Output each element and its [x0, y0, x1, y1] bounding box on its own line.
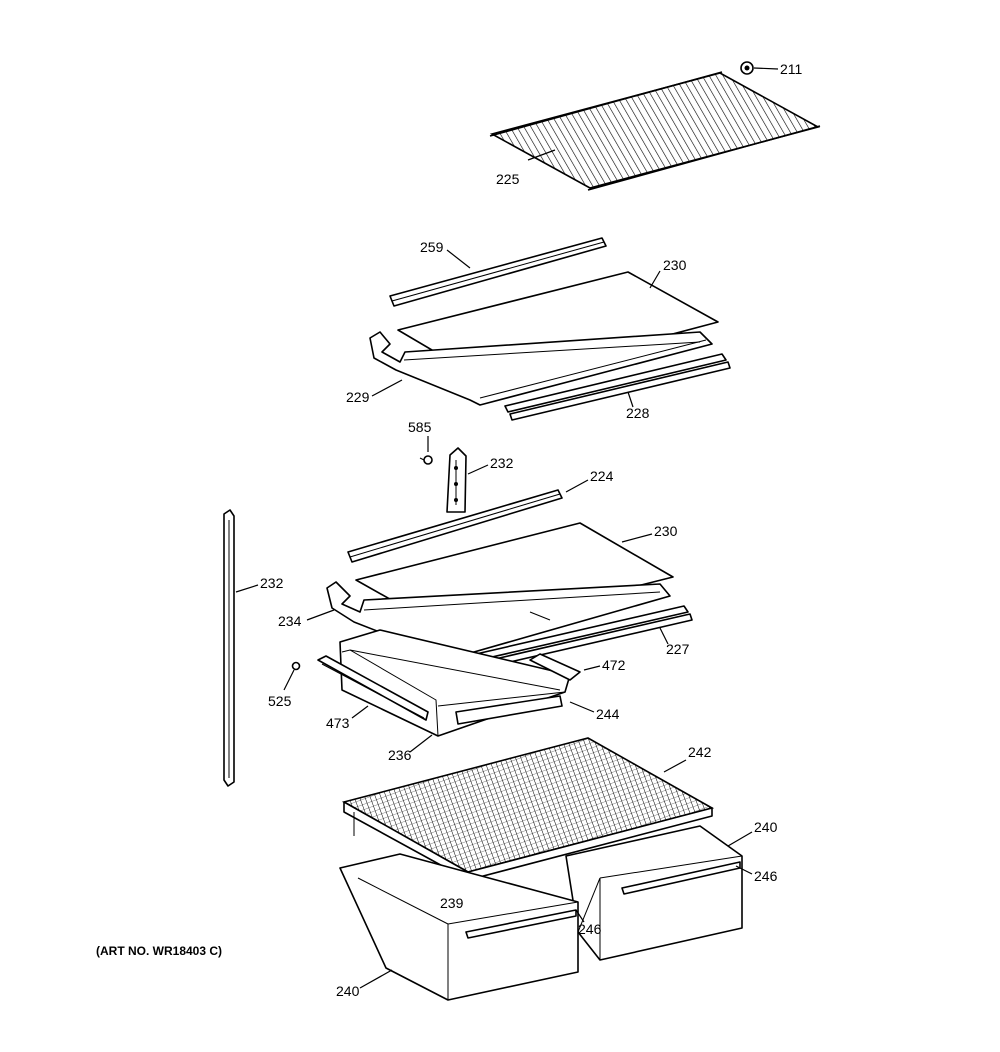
label-227: 227 — [666, 641, 690, 657]
part-224-front-rail — [347, 479, 589, 563]
label-259: 259 — [420, 239, 444, 255]
label-232-center: 232 — [490, 455, 514, 471]
label-585: 585 — [408, 419, 432, 435]
label-472: 472 — [602, 657, 626, 673]
label-228: 228 — [626, 405, 650, 421]
label-224: 224 — [590, 468, 614, 484]
part-232-bracket-center — [446, 447, 489, 513]
label-473: 473 — [326, 715, 350, 731]
part-244-pan-front — [455, 695, 595, 725]
label-246-right: 246 — [754, 868, 778, 884]
part-240-crisper-drawer-right — [565, 825, 753, 961]
label-525: 525 — [268, 693, 292, 709]
label-234: 234 — [278, 613, 302, 629]
label-244: 244 — [596, 706, 620, 722]
label-232-side: 232 — [260, 575, 284, 591]
part-229-shelf-frame-upper — [369, 331, 713, 406]
part-211-stud — [740, 61, 779, 75]
label-230-upper: 230 — [663, 257, 687, 273]
label-229: 229 — [346, 389, 370, 405]
art-number-label: (ART NO. WR18403 C) — [96, 944, 222, 958]
label-242: 242 — [688, 744, 712, 760]
label-239: 239 — [440, 895, 464, 911]
part-225-wire-shelf — [489, 71, 821, 191]
part-240-crisper-drawer-left — [339, 853, 585, 1001]
part-585-screw — [419, 436, 433, 465]
label-225: 225 — [496, 171, 520, 187]
label-240-right: 240 — [754, 819, 778, 835]
part-525-screw — [283, 661, 301, 691]
label-211: 211 — [780, 61, 803, 77]
part-228-side-rails — [504, 353, 731, 421]
label-246-left: 246 — [578, 921, 602, 937]
part-472-slide — [529, 653, 601, 681]
part-232-side-bracket — [223, 509, 259, 787]
part-259-front-rail — [389, 237, 607, 307]
part-242-crisper-cover — [341, 737, 715, 881]
part-473-slide-rail — [317, 655, 429, 721]
label-240-left: 240 — [336, 983, 360, 999]
label-236: 236 — [388, 747, 412, 763]
label-230-middle: 230 — [654, 523, 678, 539]
